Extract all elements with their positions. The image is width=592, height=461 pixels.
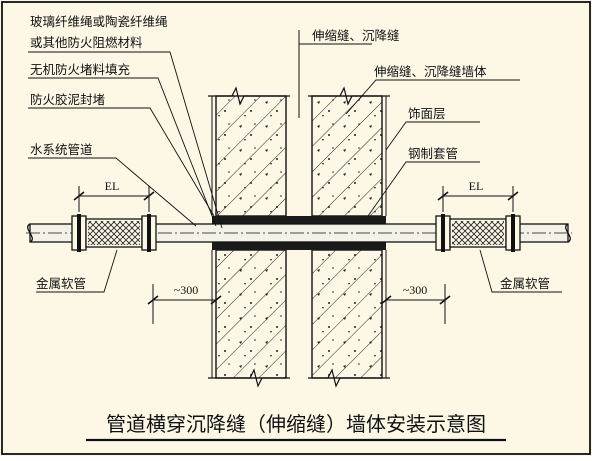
diagram-title: 管道横穿沉降缝（伸缩缝）墙体安装示意图 (106, 412, 486, 436)
label-steel-sleeve: 钢制套管 (408, 146, 458, 161)
distance-label-left: ~300 (174, 283, 199, 297)
label-fiber-rope-alt: 或其他防火阻燃材料 (30, 35, 143, 50)
el-dimension-right (437, 186, 519, 212)
el-label-left: EL (105, 179, 120, 193)
leader-lines (28, 43, 562, 293)
finish-layer (211, 96, 387, 378)
el-dimension-left (73, 186, 155, 212)
right-metal-hose (435, 214, 521, 252)
steel-sleeve-bottom (212, 242, 386, 250)
el-label-right: EL (469, 179, 484, 193)
distance-dimension-right (380, 284, 451, 324)
left-metal-hose (71, 214, 157, 252)
label-fire-mastic: 防火胶泥封堵 (30, 92, 105, 107)
label-fireproof-fill: 无机防火堵料填充 (30, 62, 130, 77)
label-fiber-rope: 玻璃纤维绳或陶瓷纤维绳 (30, 14, 168, 29)
steel-sleeve-top (212, 216, 386, 224)
label-metal-hose-left: 金属软管 (36, 276, 86, 291)
label-metal-hose-right: 金属软管 (500, 276, 550, 291)
label-finish-layer: 饰面层 (408, 106, 446, 121)
right-wall (311, 95, 383, 379)
distance-dimension-left (147, 284, 222, 324)
break-marks (208, 86, 390, 388)
label-expansion-joint: 伸缩缝、沉降缝 (312, 28, 400, 43)
label-joint-wall: 伸缩缝、沉降缝墙体 (374, 64, 487, 79)
distance-label-right: ~300 (403, 283, 428, 297)
label-water-pipe: 水系统管道 (30, 142, 93, 157)
